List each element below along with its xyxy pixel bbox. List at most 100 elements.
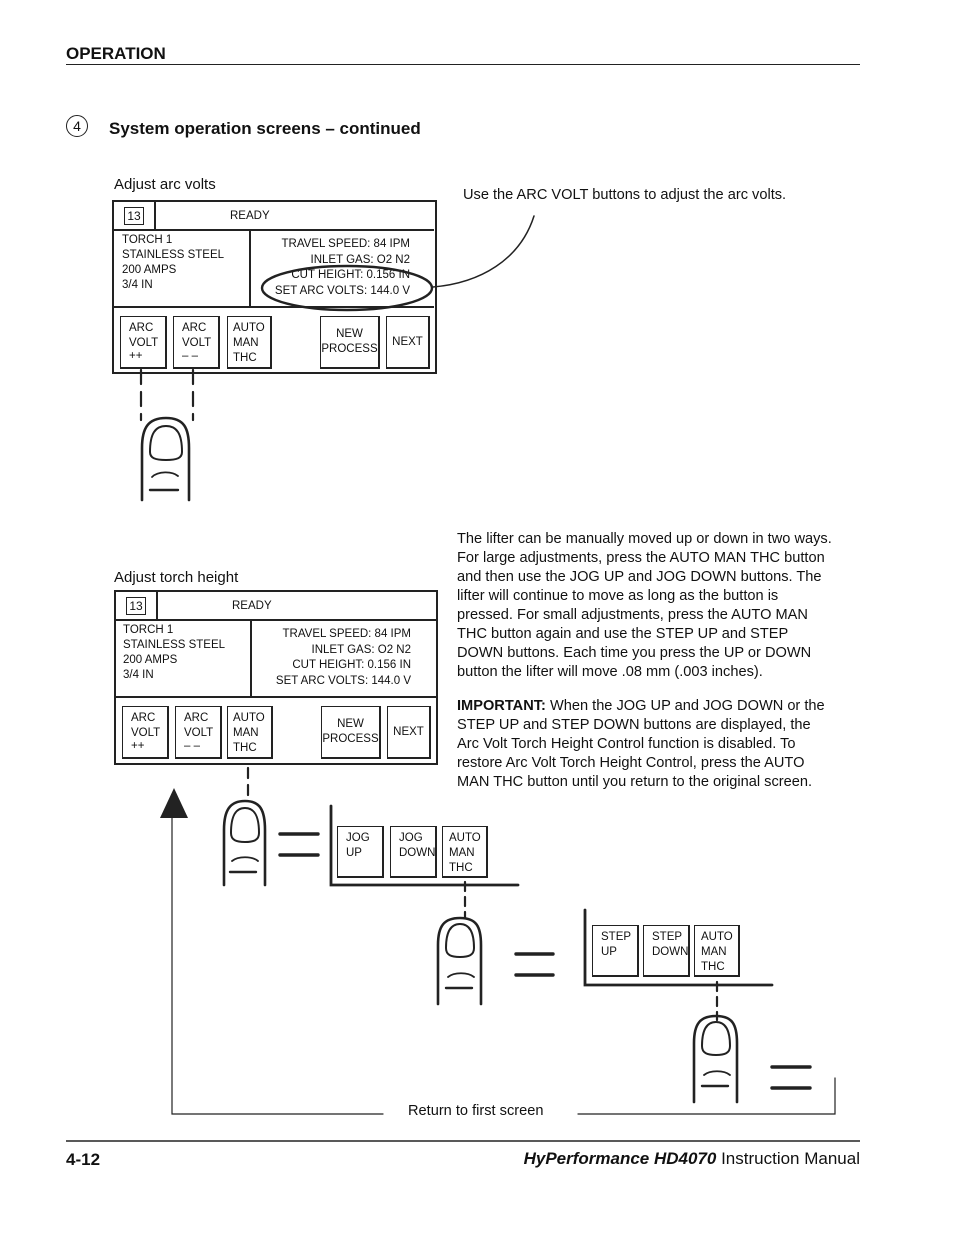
torch-screen-title-divider [116,619,436,621]
finger-icon [692,1014,739,1104]
arc-screen: 13 READY TORCH 1 STAINLESS STEEL 200 AMP… [112,200,437,374]
button-line: ++ [129,350,143,362]
finger-icon [436,916,483,1006]
button-line: AUTO [233,322,265,334]
step-panel-frame [583,908,774,987]
button-line: STEP [601,931,632,943]
info-line: CUT HEIGHT: 0.156 IN [292,659,411,671]
button-line: AUTO [449,832,481,844]
info-line: 200 AMPS [123,654,178,666]
section-header: OPERATION [66,44,166,63]
paragraph-line: For large adjustments, press the AUTO MA… [457,550,825,566]
paragraph-line: STEP UP and STEP DOWN buttons are displa… [457,717,811,733]
jog-panel-frame [329,804,520,887]
button-line: VOLT [184,727,214,739]
arc-caption: Adjust arc volts [114,176,216,193]
step-up-button[interactable]: STEP UP [592,925,639,977]
info-line: TORCH 1 [122,234,173,246]
auto-man-thc-button[interactable]: AUTO MAN THC [227,706,273,759]
arc-screen-number-divider [154,202,156,229]
torch-screen-left-info: TORCH 1 STAINLESS STEEL 200 AMPS 3/4 IN [123,623,225,683]
manual-label: Instruction Manual [716,1149,860,1168]
button-line: DOWN [399,847,436,859]
button-line: PROCESS [321,343,378,355]
paragraph-line: restore Arc Volt Torch Height Control, p… [457,755,805,771]
torch-screen-right-info: TRAVEL SPEED: 84 IPM INLET GAS: O2 N2 CU… [276,627,411,689]
finger-icon [222,799,267,887]
arc-screen-left-info: TORCH 1 STAINLESS STEEL 200 AMPS 3/4 IN [122,233,224,293]
paragraph-line: THC button again and use the STEP UP and… [457,626,789,642]
info-line: 3/4 IN [122,279,153,291]
arc-screen-status: READY [230,210,270,222]
arc-note: Use the ARC VOLT buttons to adjust the a… [463,187,787,203]
arc-screen-info-divider [249,230,251,306]
button-line: THC [449,862,473,874]
button-line: UP [346,847,362,859]
info-line: INLET GAS: O2 N2 [311,643,412,656]
next-button[interactable]: NEXT [387,706,431,759]
info-line: 3/4 IN [123,669,154,681]
paragraph-line: pressed. For small adjustments, press th… [457,607,808,623]
info-line: TRAVEL SPEED: 84 IPM [282,628,411,640]
header-rule [66,64,860,66]
button-line: MAN [701,946,727,958]
paragraph-line: The lifter can be manually moved up or d… [457,531,832,547]
jog-auto-man-thc-button[interactable]: AUTO MAN THC [442,826,488,878]
info-line: STAINLESS STEEL [122,249,225,261]
info-line: CUT HEIGHT: 0.156 IN [291,269,410,281]
jog-down-button[interactable]: JOG DOWN [390,826,437,878]
brand-name: HyPerformance HD4070 [523,1149,717,1168]
torch-caption: Adjust torch height [114,569,239,586]
info-line: SET ARC VOLTS: 144.0 V [275,674,411,687]
new-process-button[interactable]: NEW PROCESS [321,706,381,759]
info-line: SET ARC VOLTS: 144.0 V [274,284,410,297]
arc-volt-up-button[interactable]: ARC VOLT ++ [122,706,169,759]
new-process-button[interactable]: NEW PROCESS [320,316,380,369]
button-line: NEXT [393,725,424,738]
button-line: VOLT [131,727,161,739]
button-line: PROCESS [322,733,379,745]
button-line: MAN [449,847,475,859]
arc-screen-title-divider [114,229,434,231]
return-loop-line [171,811,384,1115]
button-line: DOWN [652,946,689,958]
torch-screen-info-divider [250,620,252,696]
button-line: THC [233,352,257,364]
next-button[interactable]: NEXT [386,316,430,369]
info-line: 200 AMPS [122,264,177,276]
paragraph-line: When the JOG UP and JOG DOWN or the [545,698,825,714]
auto-man-thc-button[interactable]: AUTO MAN THC [227,316,272,369]
step-auto-man-thc-button[interactable]: AUTO MAN THC [694,925,740,977]
paragraph-line: lifter will continue to move as long as … [457,588,779,604]
paragraph-line: MAN THC button until you return to the o… [457,774,813,790]
button-line: NEW [337,718,364,730]
button-line: NEXT [392,335,423,348]
arc-volt-down-button[interactable]: ARC VOLT – – [175,706,222,759]
torch-screen-number-divider [156,592,158,619]
button-line: ARC [182,322,207,334]
info-line: TRAVEL SPEED: 84 IPM [281,238,410,250]
paragraph-line: Arc Volt Torch Height Control function i… [457,736,796,752]
return-label: Return to first screen [408,1103,544,1119]
button-line: NEW [336,328,363,340]
return-loop-line [577,1077,836,1115]
button-line: VOLT [182,337,212,349]
button-line: UP [601,946,617,958]
button-line: AUTO [701,931,733,943]
important-label: IMPORTANT: [457,698,546,714]
arc-volts-callout-ellipse [260,264,434,312]
arc-volt-down-button[interactable]: ARC VOLT – – [173,316,220,369]
arc-screen-info-bottom [114,306,434,308]
step-number-badge: 4 [66,115,88,137]
step-down-button[interactable]: STEP DOWN [643,925,690,977]
jog-up-button[interactable]: JOG UP [337,826,384,878]
lifter-paragraph: The lifter can be manually moved up or d… [457,530,832,682]
button-line: AUTO [233,712,265,724]
finger-icon [140,416,191,502]
torch-screen: 13 READY TORCH 1 STAINLESS STEEL 200 AMP… [114,590,438,765]
button-line: ARC [129,322,154,334]
arc-volt-up-button[interactable]: ARC VOLT ++ [120,316,167,369]
paragraph-line: and then use the JOG UP and JOG DOWN but… [457,569,822,585]
torch-screen-number: 13 [126,597,146,615]
